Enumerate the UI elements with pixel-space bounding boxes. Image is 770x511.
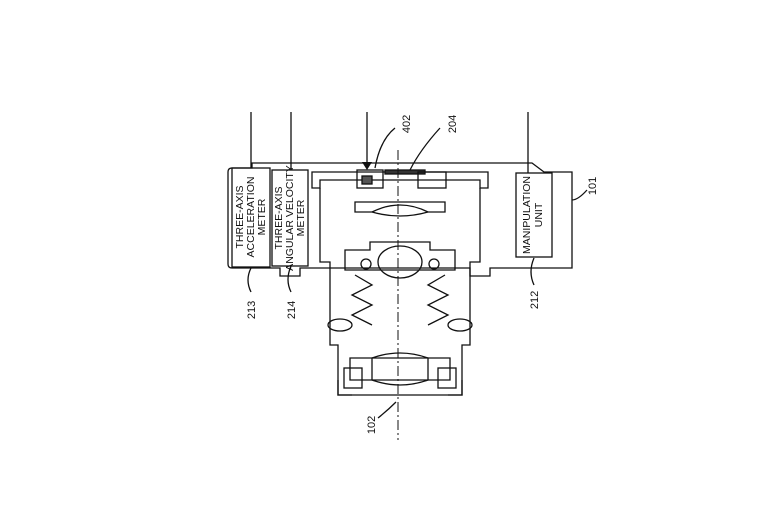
ref-212: 212 <box>529 291 541 309</box>
acceleration-label-line2: ACCELERATION <box>245 177 257 258</box>
ref-102: 102 <box>366 416 378 434</box>
leader-212 <box>530 257 535 286</box>
angular-label-line2: ANGULAR VELOCITY <box>284 165 296 271</box>
lens-group-1-curve <box>371 204 429 213</box>
manipulation-unit-box <box>515 172 553 258</box>
manipulation-label-line2: UNIT <box>533 202 545 227</box>
sensor-element <box>361 175 373 185</box>
leader-101 <box>571 189 588 201</box>
camera-body-outline <box>227 162 573 277</box>
angular-label-line3: METER <box>295 199 307 236</box>
front-left-block <box>343 367 363 389</box>
leader-102 <box>377 401 397 419</box>
leader-402 <box>374 127 396 169</box>
holder-left-pin <box>360 258 372 270</box>
ref-204: 204 <box>447 115 459 133</box>
lens-group-2 <box>377 245 423 279</box>
ref-214: 214 <box>286 301 298 319</box>
lower-lens-holder <box>349 357 451 381</box>
leader-213 <box>247 267 252 293</box>
angular-label-line1: THREE-AXIS <box>273 186 285 249</box>
ref-213: 213 <box>246 301 258 319</box>
barrel-right-wall <box>448 188 481 396</box>
leader-204 <box>409 127 441 171</box>
acceleration-label-line3: METER <box>256 198 268 235</box>
right-mount-block <box>417 171 447 189</box>
right-bearing <box>447 318 473 332</box>
sensor-block <box>356 169 384 189</box>
bellows-right <box>426 274 450 326</box>
lower-lens <box>371 352 429 386</box>
manipulation-label-line1: MANIPULATION <box>521 176 533 254</box>
front-right-block <box>437 367 457 389</box>
holder-right-pin <box>428 258 440 270</box>
front-frame <box>337 380 463 396</box>
acceleration-label-line1: THREE-AXIS <box>234 185 246 248</box>
lens-group-1 <box>354 201 446 217</box>
ref-101: 101 <box>587 177 599 195</box>
ref-402: 402 <box>401 115 413 133</box>
lens-upper-frame <box>311 171 489 189</box>
angular-velocity-meter-box <box>271 169 309 267</box>
arrow-down <box>362 162 372 170</box>
bellows-left <box>350 274 374 326</box>
leader-214 <box>287 265 292 293</box>
left-bearing <box>327 318 353 332</box>
barrel-left-wall <box>319 188 352 396</box>
